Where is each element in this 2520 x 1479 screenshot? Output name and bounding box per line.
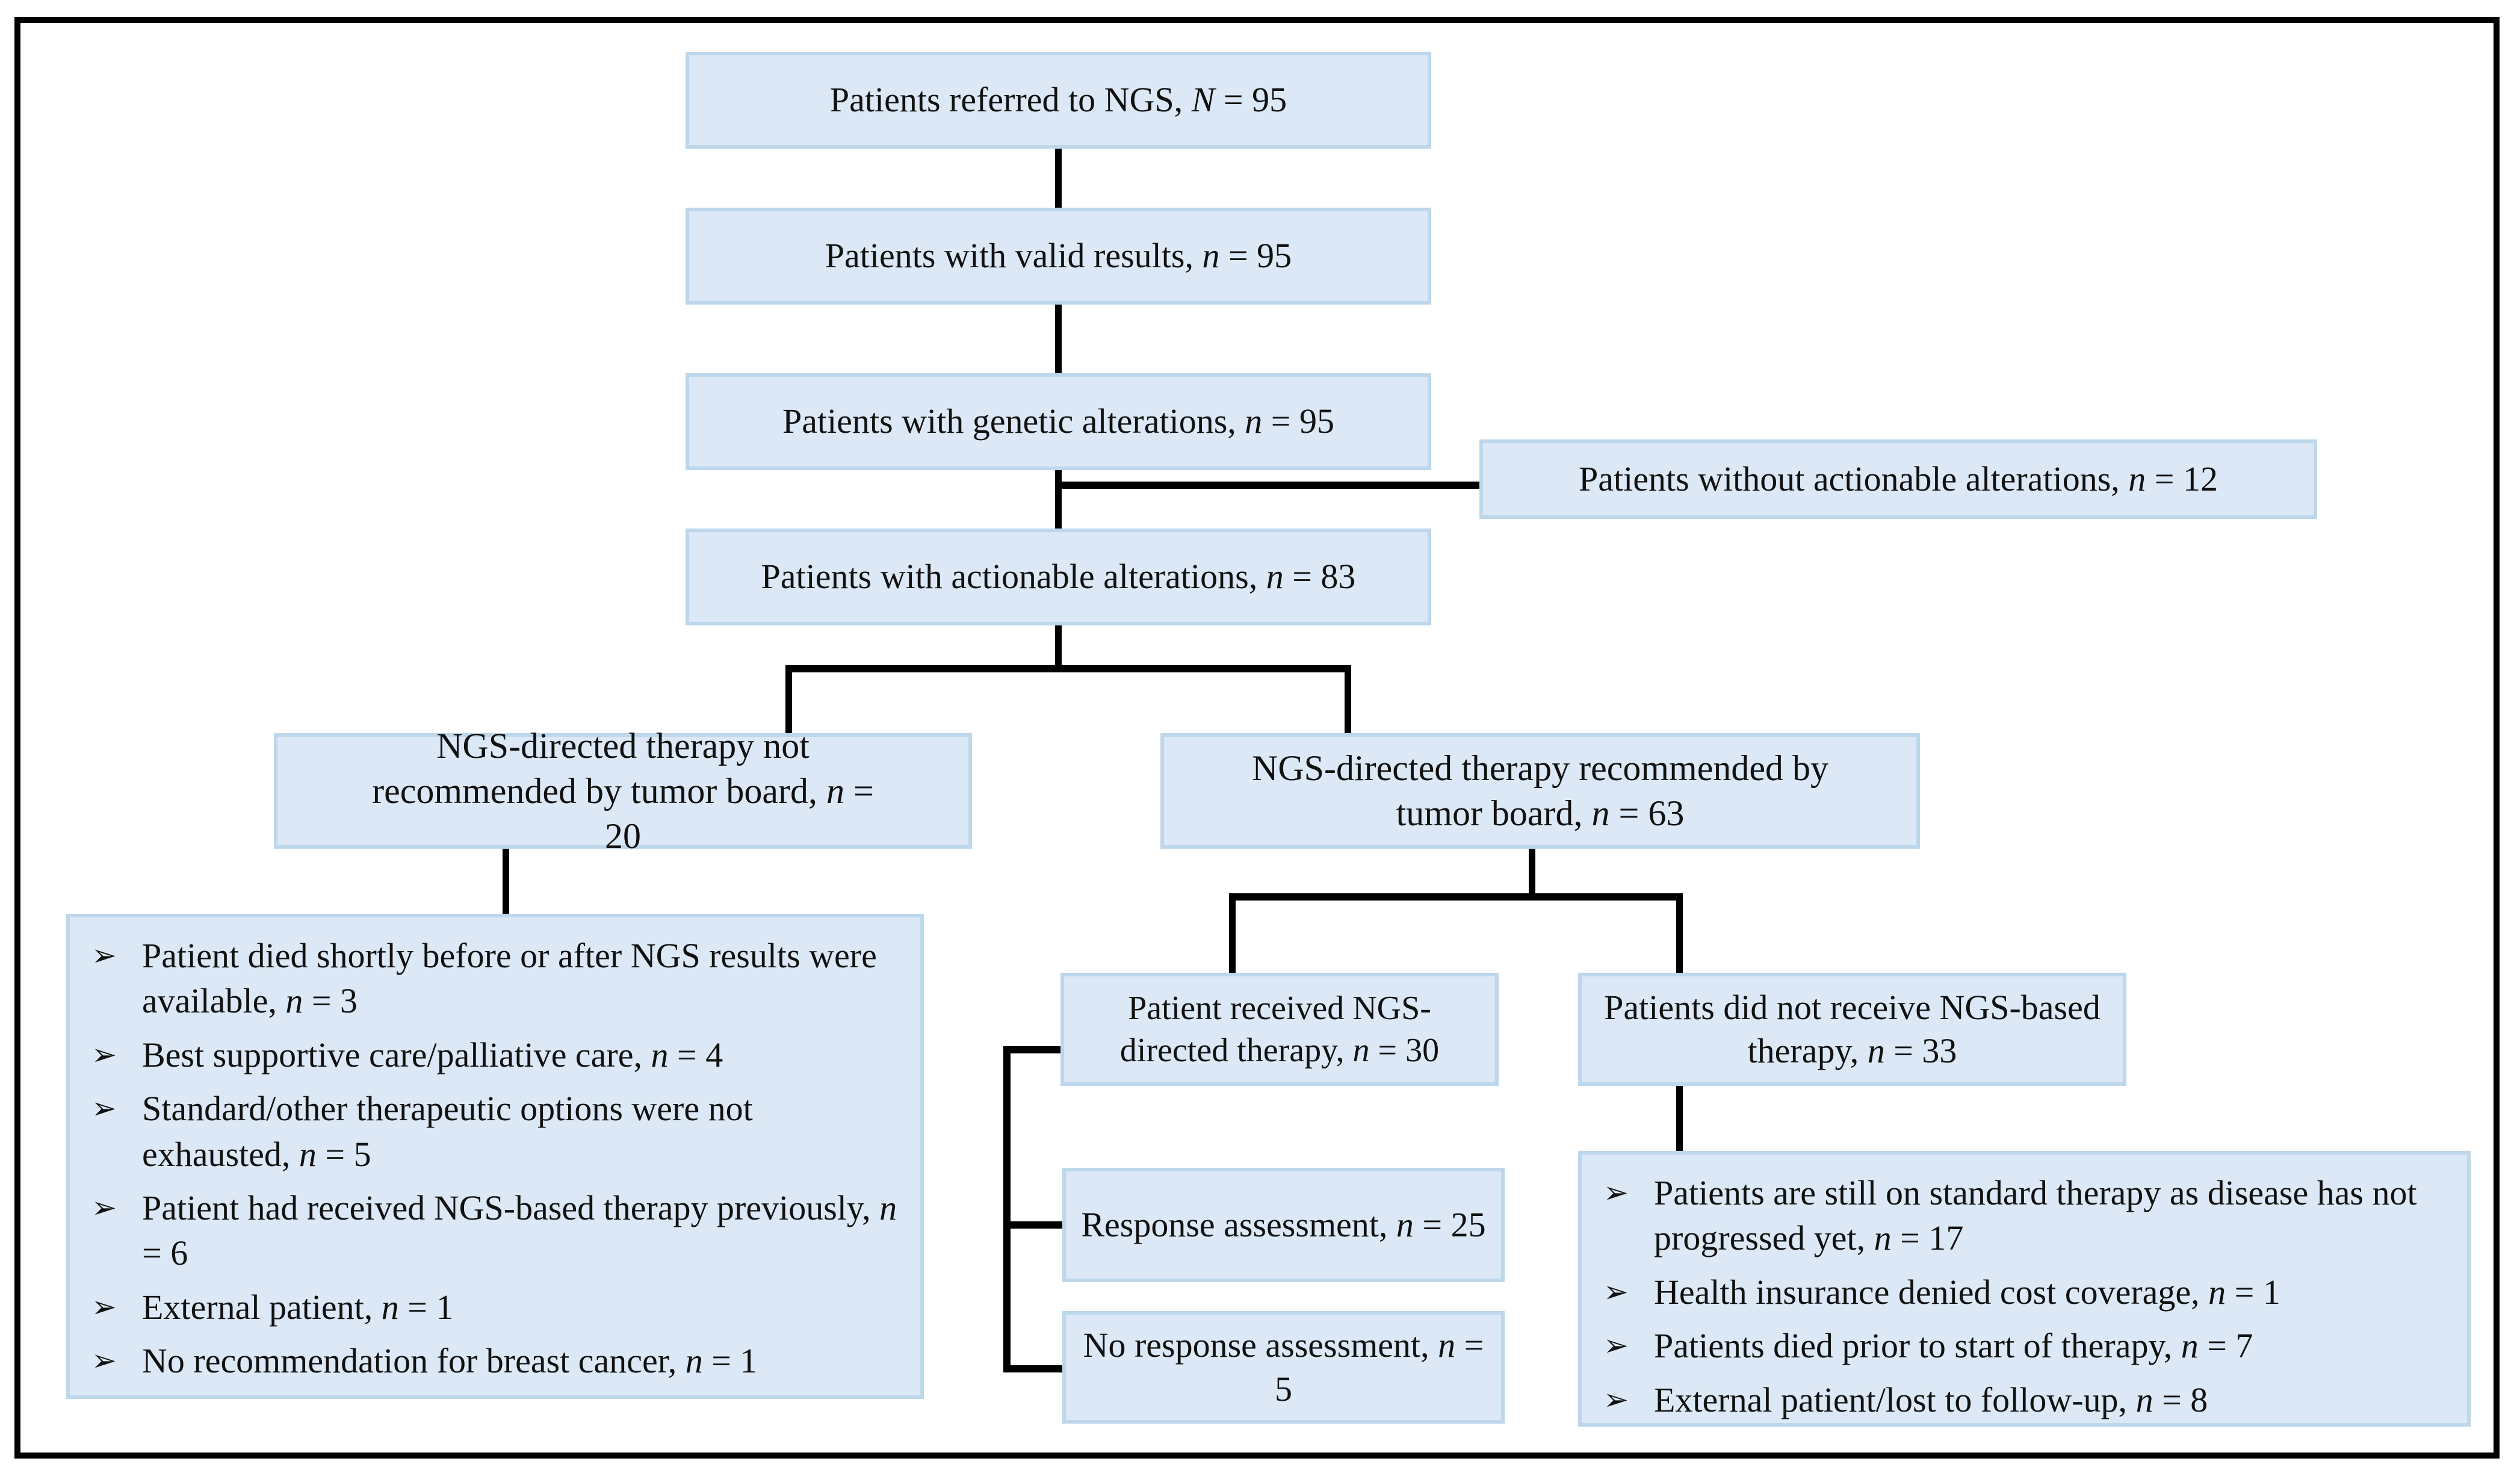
list-item: ➢ No recommendation for breast cancer, n… [91, 1338, 899, 1383]
n-variable: n [2128, 459, 2146, 498]
n-value: = 30 [1369, 1032, 1440, 1069]
connector-split1-horizontal [785, 665, 1351, 672]
n-value: = 12 [2146, 459, 2218, 498]
connector-bracket-stub-response [1003, 1221, 1065, 1229]
list-not-received-reasons: ➢ Patients are still on standard therapy… [1578, 1151, 2471, 1427]
n-variable: n [1438, 1326, 1456, 1365]
n-variable: n [826, 771, 844, 811]
n-variable: N [1191, 80, 1215, 120]
n-value: = 95 [1262, 402, 1335, 441]
connector-recommended-split [1529, 848, 1535, 901]
node-patients-referred: Patients referred to NGS, N = 95 [686, 52, 1431, 149]
node-label: Patients with actionable alterations, [761, 557, 1266, 597]
node-label: No response assessment, [1083, 1326, 1438, 1365]
list-item: ➢ Health insurance denied cost coverage,… [1603, 1270, 2445, 1315]
n-variable: n [1266, 557, 1284, 597]
connector-bracket-stub-noresponse [1003, 1365, 1065, 1372]
list-item-text: External patient/lost to follow-up, n = … [1654, 1380, 2208, 1419]
list-item: ➢ External patient, n = 1 [91, 1285, 899, 1330]
node-label: Patients with genetic alterations, [782, 402, 1245, 441]
n-variable: n [1352, 1032, 1370, 1069]
connector-split1-drop-right [1345, 665, 1351, 734]
list-item: ➢ Best supportive care/palliative care, … [91, 1032, 899, 1077]
list-item-text: Patients are still on standard therapy a… [1654, 1173, 2417, 1258]
n-value: = 33 [1884, 1031, 1957, 1070]
node-label: Patients with valid results, [825, 236, 1203, 276]
connector-actionable-split [1055, 625, 1062, 669]
arrow-bullet-icon: ➢ [91, 1091, 117, 1126]
n-variable: n [1202, 236, 1220, 276]
figure-frame [14, 17, 2500, 1459]
n-value: = 20 [605, 771, 874, 856]
arrow-bullet-icon: ➢ [91, 1189, 117, 1225]
connector-valid-genetic [1055, 305, 1062, 374]
connector-bracket-stub-received [1003, 1046, 1063, 1053]
n-variable: n [1245, 402, 1263, 441]
list-item: ➢ Patient died shortly before or after N… [91, 933, 899, 1024]
n-value: = 95 [1219, 236, 1292, 276]
node-label: NGS-directed therapy not recommended by … [372, 725, 826, 811]
list-item: ➢ External patient/lost to follow-up, n … [1603, 1377, 2445, 1422]
arrow-bullet-icon: ➢ [91, 1343, 117, 1378]
arrow-bullet-icon: ➢ [1603, 1381, 1629, 1417]
connector-referred-valid [1055, 149, 1062, 209]
node-received-therapy: Patient received NGS-directed therapy, n… [1060, 973, 1499, 1086]
list-item-text: No recommendation for breast cancer, n =… [142, 1341, 758, 1381]
list-item: ➢ Standard/other therapeutic options wer… [91, 1086, 899, 1177]
arrow-bullet-icon: ➢ [1603, 1274, 1629, 1309]
connector-response-bracket [1003, 1046, 1011, 1372]
arrow-bullet-icon: ➢ [91, 1037, 117, 1072]
list-item-text: Patients died prior to start of therapy,… [1654, 1326, 2253, 1366]
n-value: = 95 [1215, 80, 1287, 120]
node-without-actionable: Patients without actionable alterations,… [1479, 439, 2317, 519]
connector-split2-drop-notreceived [1676, 893, 1683, 974]
arrow-bullet-icon: ➢ [91, 1289, 117, 1324]
list-item-text: External patient, n = 1 [142, 1287, 454, 1327]
node-therapy-not-recommended: NGS-directed therapy not recommended by … [274, 726, 972, 856]
list-item-text: Health insurance denied cost coverage, n… [1654, 1272, 2280, 1312]
n-variable: n [1591, 793, 1610, 833]
n-value: = 25 [1413, 1205, 1486, 1244]
n-value: = 5 [1275, 1326, 1484, 1409]
list-item-text: Patient died shortly before or after NGS… [142, 936, 877, 1021]
list-item: ➢ Patients died prior to start of therap… [1603, 1323, 2445, 1368]
node-did-not-receive-therapy: Patients did not receive NGS-based thera… [1578, 973, 2126, 1086]
node-no-response-assessment: No response assessment, n = 5 [1062, 1311, 1505, 1424]
node-label: Patients without actionable alterations, [1579, 459, 2129, 498]
list-item: ➢ Patients are still on standard therapy… [1603, 1170, 2445, 1261]
list-item-text: Best supportive care/palliative care, n … [142, 1035, 723, 1074]
n-variable: n [1867, 1031, 1885, 1070]
connector-split2-drop-received [1229, 893, 1236, 974]
connector-branch-no-actionable [1058, 482, 1481, 489]
connector-notreceived-reasons [1676, 1084, 1683, 1152]
connector-split1-drop-left [785, 665, 792, 734]
node-actionable-alterations: Patients with actionable alterations, n … [686, 529, 1431, 625]
node-label: Patients referred to NGS, [829, 80, 1192, 120]
node-valid-results: Patients with valid results, n = 95 [686, 208, 1431, 305]
node-label: Response assessment, [1081, 1205, 1396, 1244]
arrow-bullet-icon: ➢ [1603, 1328, 1629, 1363]
list-item-text: Standard/other therapeutic options were … [142, 1089, 753, 1174]
node-therapy-recommended: NGS-directed therapy recommended by tumo… [1160, 733, 1920, 849]
node-label: NGS-directed therapy recommended by tumo… [1252, 748, 1828, 833]
list-item: ➢ Patient had received NGS-based therapy… [91, 1185, 899, 1276]
connector-notrecommended-reasons [503, 848, 509, 915]
n-value: = 63 [1609, 793, 1685, 833]
node-label: Patient received NGS-directed therapy, [1119, 990, 1431, 1069]
connector-genetic-actionable [1055, 470, 1062, 530]
arrow-bullet-icon: ➢ [91, 938, 117, 973]
node-label: Patients did not receive NGS-based thera… [1604, 987, 2101, 1071]
node-genetic-alterations: Patients with genetic alterations, n = 9… [686, 373, 1431, 470]
node-response-assessment: Response assessment, n = 25 [1062, 1168, 1505, 1282]
arrow-bullet-icon: ➢ [1603, 1175, 1629, 1210]
list-item-text: Patient had received NGS-based therapy p… [142, 1188, 897, 1273]
n-variable: n [1396, 1205, 1414, 1244]
n-value: = 83 [1283, 557, 1356, 597]
list-not-recommended-reasons: ➢ Patient died shortly before or after N… [66, 914, 924, 1399]
connector-split2-horizontal [1229, 893, 1683, 901]
